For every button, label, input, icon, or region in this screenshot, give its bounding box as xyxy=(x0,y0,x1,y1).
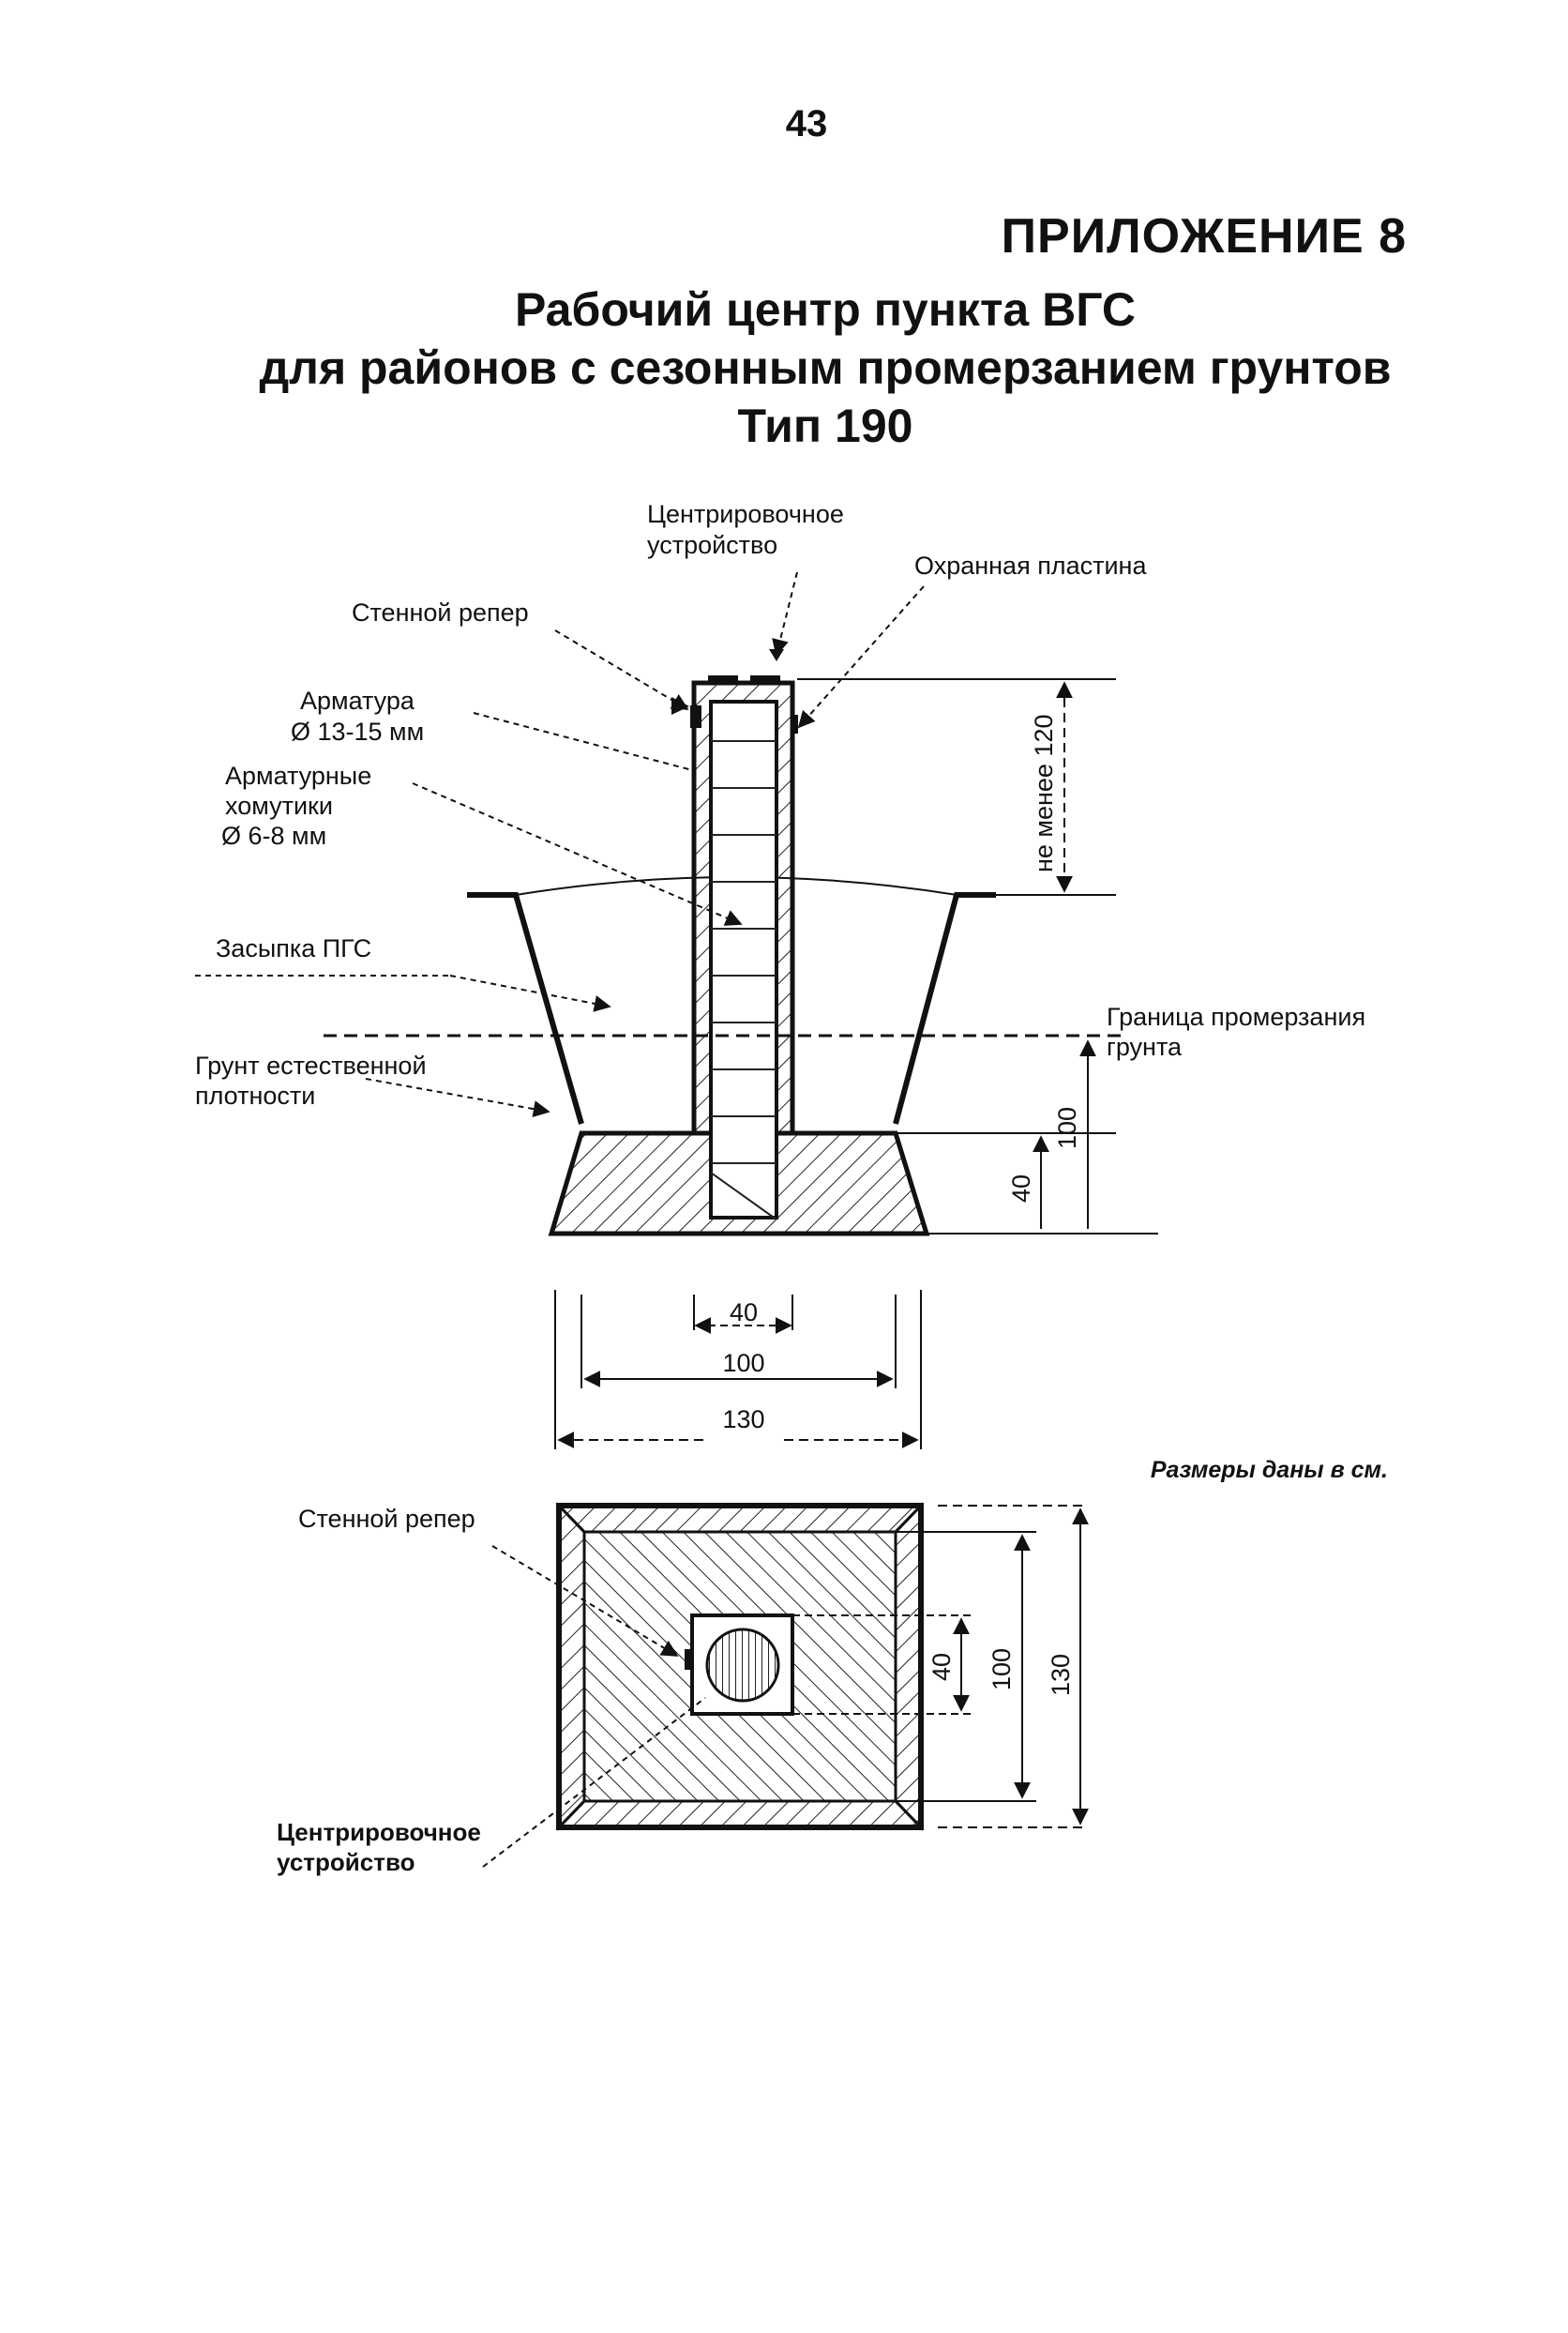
stirrups xyxy=(710,740,777,1220)
label-backfill: Засыпка ПГС xyxy=(216,934,371,962)
label-centering-device-2: устройство xyxy=(647,531,777,559)
trench-left-wall xyxy=(467,892,584,1125)
plan-label-centering-device-2: устройство xyxy=(277,1848,415,1876)
label-protective-plate: Охранная пластина xyxy=(914,552,1147,580)
label-stirrups-1: Арматурные xyxy=(225,762,371,790)
rebar-cage xyxy=(709,700,778,1220)
dim-height-above-ground: не менее 120 xyxy=(1030,715,1058,873)
dim-below-frost: 100 xyxy=(1053,1107,1081,1149)
plan-centering-device xyxy=(705,1628,780,1703)
plan-left-band xyxy=(557,1502,586,1831)
title-line-1: Рабочий центр пункта ВГС xyxy=(514,283,1137,336)
title-line-2: для районов с сезонным промерзанием грун… xyxy=(259,341,1392,394)
plan-dim-outer: 130 xyxy=(1047,1654,1075,1696)
section-view: Центрировочное устройство Охранная пласт… xyxy=(195,500,1388,1483)
plan-view: 40 100 130 Стенной репер Центрировочное … xyxy=(277,1502,1089,1876)
dim-base-height: 40 xyxy=(1007,1174,1035,1203)
page-number: 43 xyxy=(785,103,828,144)
centering-device xyxy=(750,675,780,685)
title-line-3: Тип 190 xyxy=(737,400,913,452)
plan-top-band xyxy=(555,1504,925,1534)
label-frost-boundary-2: грунта xyxy=(1107,1033,1183,1061)
plan-dim-middle: 100 xyxy=(988,1648,1016,1690)
units-note: Размеры даны в см. xyxy=(1151,1457,1388,1483)
label-frost-boundary-1: Граница промерзания xyxy=(1107,1003,1365,1031)
dim-base-top-width: 100 xyxy=(722,1349,764,1377)
appendix-heading: ПРИЛОЖЕНИЕ 8 xyxy=(1001,209,1407,264)
centering-device xyxy=(708,675,738,685)
label-wall-benchmark: Стенной репер xyxy=(352,598,529,627)
wall-benchmark xyxy=(690,705,701,728)
label-rebar-1: Арматура xyxy=(300,687,415,715)
label-natural-soil-2: плотности xyxy=(195,1082,315,1110)
label-rebar-2: Ø 13-15 мм xyxy=(291,718,424,746)
dim-base-bottom-width: 130 xyxy=(722,1405,764,1433)
plan-bottom-band xyxy=(555,1799,925,1829)
leader-arrows xyxy=(671,649,784,715)
plan-label-centering-device-1: Центрировочное xyxy=(277,1818,481,1846)
plan-right-band xyxy=(894,1502,923,1831)
label-centering-device-1: Центрировочное xyxy=(647,500,844,528)
label-stirrups-2: хомутики xyxy=(225,792,333,820)
dim-column-width: 40 xyxy=(730,1298,758,1326)
plan-label-wall-benchmark: Стенной репер xyxy=(298,1505,475,1533)
plan-dim-inner: 40 xyxy=(927,1653,956,1681)
trench-right-wall xyxy=(893,892,996,1125)
plan-wall-benchmark xyxy=(685,1649,694,1670)
label-stirrups-3: Ø 6-8 мм xyxy=(221,822,326,850)
protective-plate xyxy=(791,715,798,734)
label-natural-soil-1: Грунт естественной xyxy=(195,1052,427,1080)
